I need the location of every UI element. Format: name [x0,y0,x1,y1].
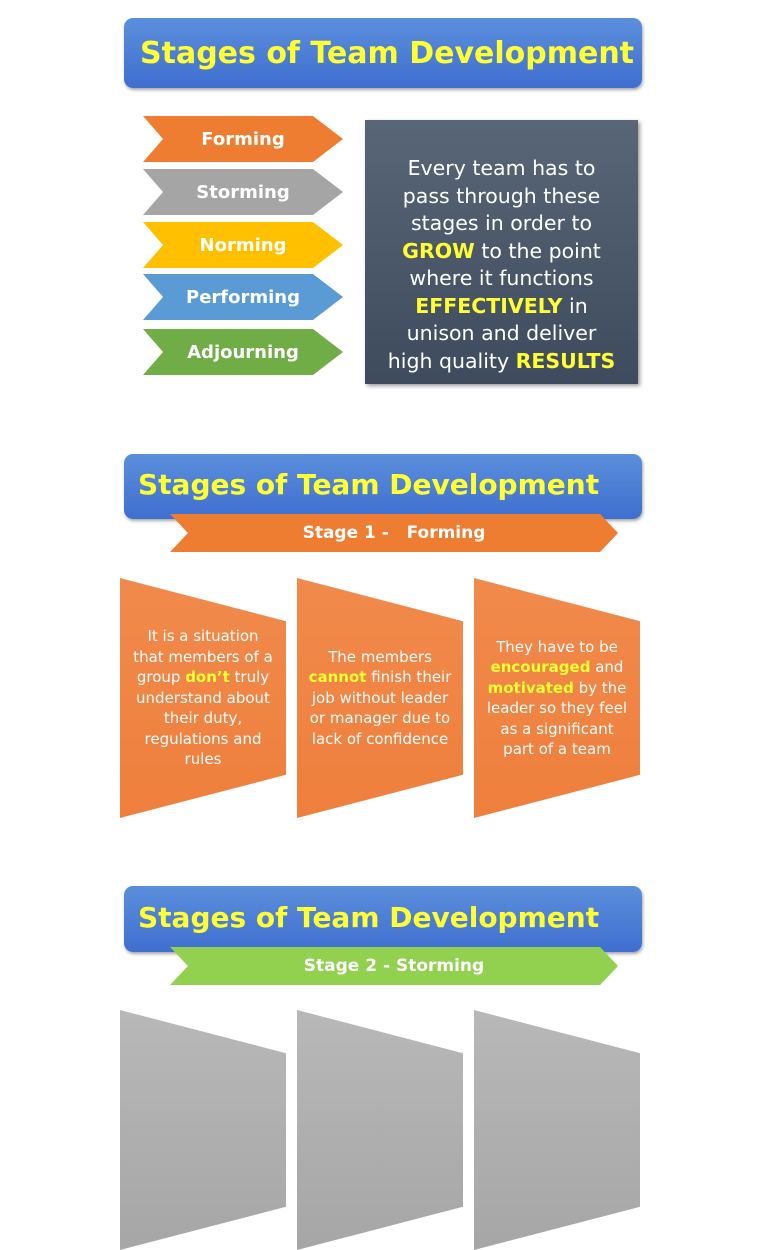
description-highlight-grow: GROW [402,238,475,263]
forming-info-box-2: The members cannot finish their job with… [297,578,463,818]
stage-arrow-norming-label: Norming [199,234,287,256]
box3-text-a: They have to be [496,637,618,656]
section2-title-banner: Stages of Team Development [124,454,642,519]
stage-arrow-storming: Storming [143,169,343,215]
box1-text-b: truly understand about their duty, regul… [136,668,270,769]
forming-info-text-3: They have to be encouraged and motivated… [484,637,630,760]
section1-title-banner: Stages of Team Development [124,18,642,88]
stage-arrow-adjourning-label: Adjourning [187,341,299,363]
box2-highlight: cannot [308,668,367,687]
description-box: Every team has to pass through these sta… [365,120,638,384]
box3-highlight-1: encouraged [490,658,591,676]
stage-arrow-norming: Norming [143,222,343,268]
stage-arrow-performing: Performing [143,274,343,320]
description-highlight-results: RESULTS [515,348,616,373]
section3-stage-label: Stage 2 - Storming [303,956,485,976]
section3-title: Stages of Team Development [138,900,600,934]
box1-highlight: don’t [185,668,230,687]
stage-arrow-storming-label: Storming [196,181,290,203]
box1-text-a: It is a situation that members of a grou… [133,627,273,687]
section2-stage-label: Stage 1 - Forming [302,523,486,543]
forming-info-box-1: It is a situation that members of a grou… [120,578,286,818]
forming-info-box-3: They have to be encouraged and motivated… [474,578,640,818]
description-highlight-effectively: EFFECTIVELY [415,293,563,318]
stage-arrow-performing-label: Performing [186,286,300,308]
section2-title: Stages of Team Development [138,468,600,501]
box3-text-c: by the leader so they feel as a signific… [486,678,628,759]
stage-arrow-forming: Forming [143,116,343,162]
forming-info-text-2: The members cannot finish their job with… [307,647,453,750]
forming-info-text-1: It is a situation that members of a grou… [130,626,276,770]
description-text: Every team has to pass through these sta… [384,155,619,375]
stage-arrow-forming-label: Forming [201,128,285,150]
storming-info-box-2 [297,1010,463,1250]
storming-info-box-1 [120,1010,286,1250]
stage-arrow-adjourning: Adjourning [143,329,343,375]
section1-title: Stages of Team Development [140,35,635,71]
box3-highlight-2: motivated [487,678,574,697]
section2-stage-banner: Stage 1 - Forming [170,514,618,552]
description-part2: to the point where it functions [409,238,601,291]
box3-text-b: and [590,658,624,676]
box2-text-b: finish their job without leader or manag… [309,668,452,748]
description-part3: in unison and deliver high quality [387,293,597,373]
storming-info-box-3 [474,1010,640,1250]
box2-text-a: The members [328,647,432,666]
section3-title-banner: Stages of Team Development [124,886,642,952]
description-part1: Every team has to pass through these sta… [402,156,601,235]
section3-stage-banner: Stage 2 - Storming [170,947,618,985]
